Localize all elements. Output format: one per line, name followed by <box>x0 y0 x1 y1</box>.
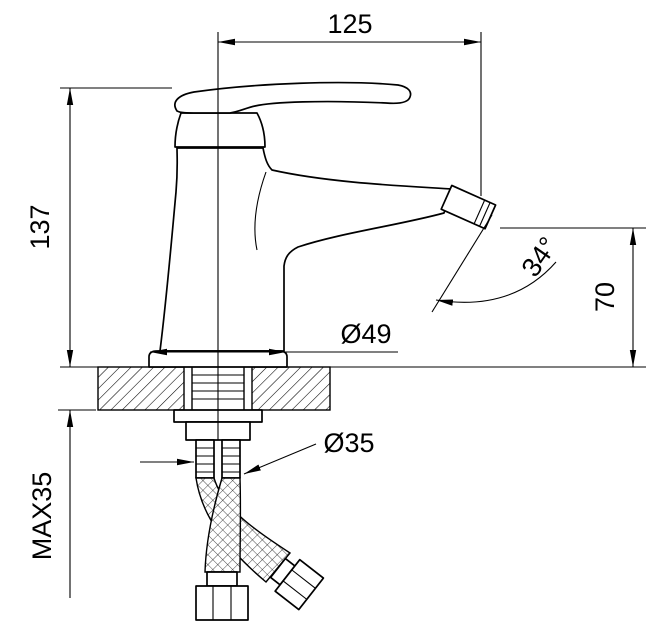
spout-root-line <box>254 171 267 251</box>
dimension-label-max-thickness: MAX35 <box>27 472 57 561</box>
faucet-body <box>148 81 497 368</box>
dimension-label-spout-reach: 125 <box>327 9 372 39</box>
dimension-label-spout-height: 70 <box>590 282 620 312</box>
dimension-label-total-height: 137 <box>25 204 55 249</box>
hose-left <box>204 477 242 573</box>
handle-lever <box>174 81 412 114</box>
countertop-left-slab <box>97 366 185 411</box>
dimension-spout-angle: 34° <box>431 214 564 313</box>
hose-nut-left <box>195 571 249 621</box>
dimension-hole-diameter: Ø35 <box>140 428 375 475</box>
countertop-section <box>97 366 331 411</box>
dimension-spout-height: 70 <box>590 228 637 367</box>
dimension-total-height: 137 <box>25 88 74 367</box>
spout-aerator <box>440 184 497 230</box>
dimension-label-hole-diameter: Ø35 <box>323 428 374 458</box>
faucet-body-outline <box>159 147 453 352</box>
dimension-label-spout-angle: 34° <box>516 232 564 283</box>
dimension-label-base-diameter: Ø49 <box>340 319 391 349</box>
dimension-base-diameter: Ø49 <box>150 319 398 356</box>
handle-collar <box>174 112 266 148</box>
countertop-right-slab <box>251 366 331 411</box>
supply-hoses <box>195 477 292 583</box>
extension-lines <box>58 32 646 440</box>
dimension-spout-reach: 125 <box>218 9 481 46</box>
dimension-max-thickness: MAX35 <box>27 410 74 598</box>
mounting-hardware <box>173 409 263 479</box>
hose-nut-right <box>269 557 325 611</box>
